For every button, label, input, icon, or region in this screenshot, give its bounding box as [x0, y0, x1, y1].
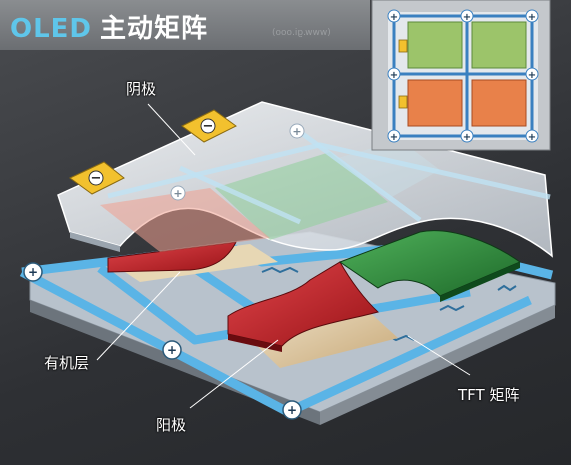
svg-text:+: + — [390, 70, 398, 81]
svg-text:+: + — [528, 12, 536, 23]
green-pixel — [338, 230, 522, 297]
svg-text:+: + — [28, 265, 38, 279]
title-main: 主动矩阵 — [100, 14, 209, 44]
svg-text:+: + — [463, 132, 471, 143]
label-tft-matrix: TFT 矩阵 — [458, 386, 520, 404]
svg-text:+: + — [463, 12, 471, 23]
title-prefix: OLED — [10, 14, 93, 44]
svg-text:+: + — [292, 125, 301, 138]
cathode-terminals: − − — [69, 109, 237, 195]
cathode-screws: + + — [170, 123, 305, 201]
svg-text:−: − — [91, 171, 102, 186]
label-organic-layer: 有机层 — [44, 354, 90, 372]
frame-screws: + + + — [23, 262, 302, 420]
svg-text:+: + — [287, 403, 297, 417]
svg-text:+: + — [528, 70, 536, 81]
label-cathode: 阴极 — [126, 80, 157, 98]
svg-text:+: + — [173, 187, 182, 200]
watermark: (www.gi.ooo) — [272, 28, 331, 38]
red-pixel-front — [227, 261, 380, 347]
svg-text:+: + — [390, 12, 398, 23]
svg-text:+: + — [390, 132, 398, 143]
cathode-grid — [107, 129, 551, 225]
svg-text:+: + — [528, 132, 536, 143]
svg-text:+: + — [167, 343, 177, 357]
label-anode: 阳极 — [156, 416, 187, 434]
leader-lines — [96, 103, 471, 409]
red-pixel-back — [107, 241, 237, 273]
svg-text:−: − — [203, 119, 214, 134]
inset-pixel-grid: + + + + + + + + — [371, 0, 551, 151]
